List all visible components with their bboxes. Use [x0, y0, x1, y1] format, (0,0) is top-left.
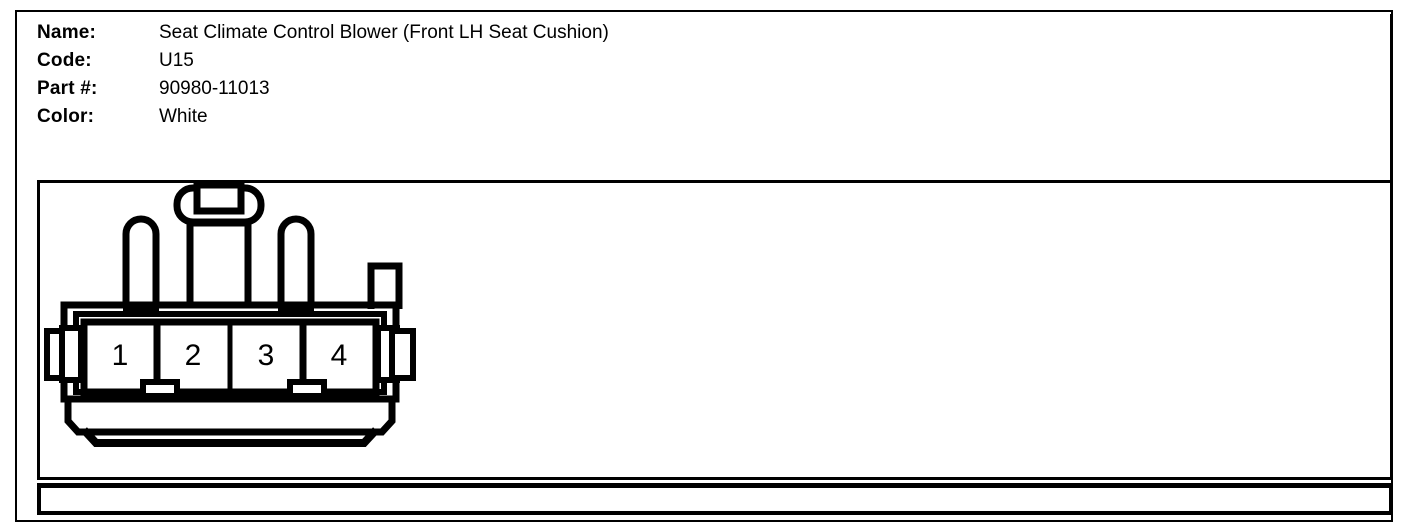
info-label-name: Name:: [37, 22, 97, 43]
info-value-name: Seat Climate Control Blower (Front LH Se…: [159, 22, 609, 43]
center-latch-stem: [186, 220, 252, 302]
info-row-name: Name: Seat Climate Control Blower (Front…: [37, 20, 609, 48]
pin-number-1: 1: [111, 339, 129, 372]
connector-info-panel: Name: Seat Climate Control Blower (Front…: [37, 14, 1393, 183]
connector-face-diagram: [44, 181, 416, 447]
right-side-lock-tab: [389, 328, 416, 381]
connector-lower-skirt: [64, 402, 396, 436]
right-guide-post: [277, 215, 315, 303]
pin-number-3: 3: [257, 339, 275, 372]
pin-number-2: 2: [184, 339, 202, 372]
info-value-color: White: [159, 106, 208, 127]
left-guide-post: [122, 215, 160, 303]
center-latch-slot: [193, 181, 245, 215]
info-row-part-number: Part #: 90980-11013: [37, 76, 609, 104]
connector-drawing: 1 2 3 4: [40, 178, 440, 478]
info-label-part-number: Part #:: [37, 78, 98, 99]
info-value-part-number: 90980-11013: [159, 78, 270, 99]
pin-number-4: 4: [330, 339, 348, 372]
info-label-color: Color:: [37, 106, 95, 127]
left-side-lock-tab-inner: [59, 325, 84, 383]
bottom-key-notch-right: [287, 379, 327, 399]
info-row-color: Color: White: [37, 104, 609, 132]
connector-diagram-panel: 1 2 3 4: [37, 180, 1393, 480]
bottom-strip-panel: [37, 483, 1393, 515]
info-label-code: Code:: [37, 50, 92, 71]
info-row-code: Code: U15: [37, 48, 609, 76]
right-rib-post: [367, 262, 403, 309]
info-value-code: U15: [159, 50, 194, 71]
connector-skirt-base: [81, 427, 379, 447]
connector-info-table: Name: Seat Climate Control Blower (Front…: [37, 20, 609, 132]
bottom-key-notch-left: [140, 379, 180, 399]
